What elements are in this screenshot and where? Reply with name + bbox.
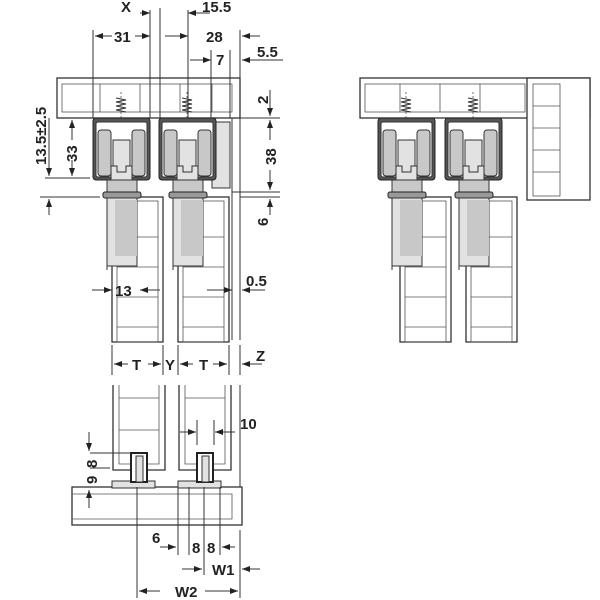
dim-28-label: 28 <box>206 29 223 46</box>
dim-0-5-label: 0.5 <box>246 273 267 290</box>
dim-w1-label: W1 <box>212 562 235 579</box>
dim-7-label: 7 <box>216 52 224 69</box>
dim-t2-label: T <box>199 357 208 374</box>
dim-10-label: 10 <box>240 416 257 433</box>
dim-8-vertical-label: 8 <box>84 460 101 468</box>
dim-31-label: 31 <box>114 29 131 46</box>
top-track-left <box>56 77 241 189</box>
dim-13-5-label: 13.5±2.5 <box>33 107 50 165</box>
dim-5-5-label: 5.5 <box>257 44 278 61</box>
dimension-lines-bottom <box>86 420 260 598</box>
bottom-guide-view <box>71 385 243 526</box>
dim-t1-label: T <box>132 357 141 374</box>
dim-6-top-label: 6 <box>255 218 272 226</box>
dim-z-label: Z <box>256 348 265 365</box>
dim-x-label: X <box>121 0 131 16</box>
dim-6-bottom-label: 6 <box>152 530 160 547</box>
dim-2-label: 2 <box>255 96 272 104</box>
dim-38-label: 38 <box>263 148 280 165</box>
dim-8a-label: 8 <box>192 540 200 557</box>
dim-13-label: 13 <box>115 283 132 300</box>
dimension-lines <box>40 8 283 375</box>
dim-9-label: 9 <box>84 476 101 484</box>
dim-15-5-label: 15.5 <box>202 0 231 16</box>
dim-y-label: Y <box>165 357 175 374</box>
dim-8b-label: 8 <box>207 540 215 557</box>
dim-33-label: 33 <box>64 145 81 162</box>
dim-w2-label: W2 <box>175 584 198 600</box>
